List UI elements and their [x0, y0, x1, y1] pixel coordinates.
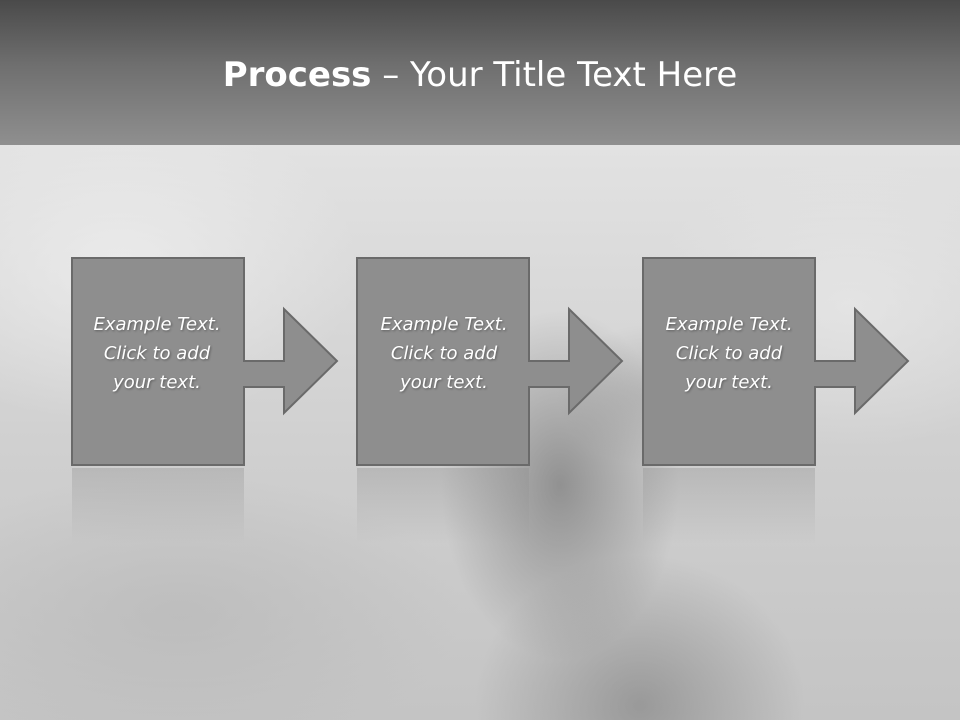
step-2-shape — [356, 257, 624, 466]
step-2-reflection — [357, 468, 529, 543]
slide-title[interactable]: Process – Your Title Text Here — [0, 52, 960, 98]
title-bold: Process — [222, 55, 372, 95]
step-3-reflection — [643, 468, 815, 543]
step-1-shape — [71, 257, 339, 466]
process-step-3[interactable] — [642, 257, 910, 543]
step-3-shape — [642, 257, 910, 466]
title-rest: – Your Title Text Here — [371, 55, 738, 95]
title-bar — [0, 0, 960, 145]
step-1-text[interactable]: Example Text. Click to add your text. — [93, 314, 221, 393]
step-1-reflection — [72, 468, 244, 543]
process-step-1[interactable] — [71, 257, 339, 543]
step-3-text[interactable]: Example Text. Click to add your text. — [665, 314, 793, 393]
step-2-text[interactable]: Example Text. Click to add your text. — [380, 314, 508, 393]
process-step-2[interactable] — [356, 257, 624, 543]
